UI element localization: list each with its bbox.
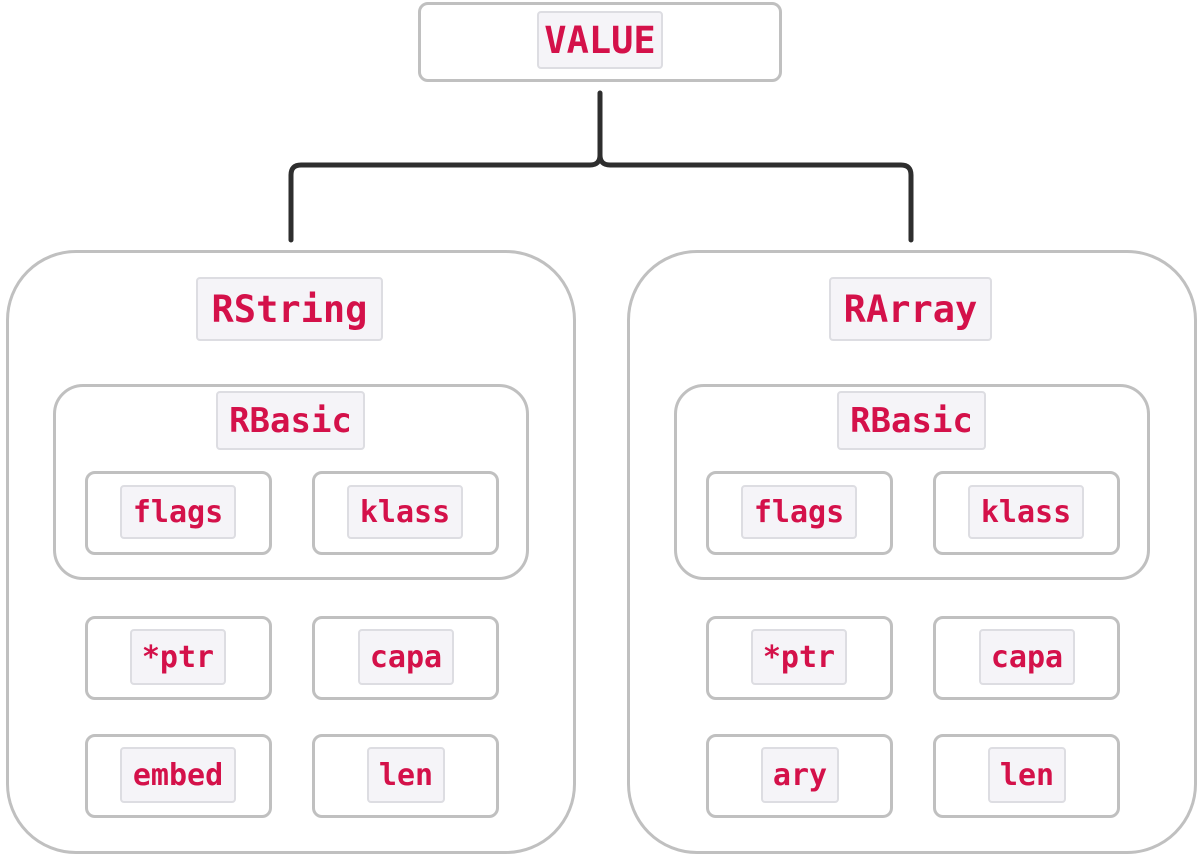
rstring-embed-label: embed: [120, 747, 236, 803]
rstring-len-label: len: [367, 747, 445, 803]
rstring-capa-label: capa: [358, 629, 454, 685]
rarray-ptr-label: *ptr: [751, 629, 847, 685]
rarray-capa-label: capa: [979, 629, 1075, 685]
rarray-flags-label: flags: [741, 485, 857, 539]
struct-rarray-title: RArray: [829, 277, 992, 341]
rarray-ary-label: ary: [761, 747, 839, 803]
rstring-rbasic-label: RBasic: [216, 391, 365, 450]
rarray-klass-label: klass: [968, 485, 1084, 539]
rstring-flags-label: flags: [120, 485, 236, 539]
struct-rstring-title: RString: [196, 277, 383, 341]
rarray-rbasic-label: RBasic: [837, 391, 986, 450]
rarray-len-label: len: [988, 747, 1066, 803]
rstring-klass-label: klass: [347, 485, 463, 539]
value-label: VALUE: [537, 11, 663, 69]
connector-line: [288, 90, 914, 243]
rstring-ptr-label: *ptr: [130, 629, 226, 685]
